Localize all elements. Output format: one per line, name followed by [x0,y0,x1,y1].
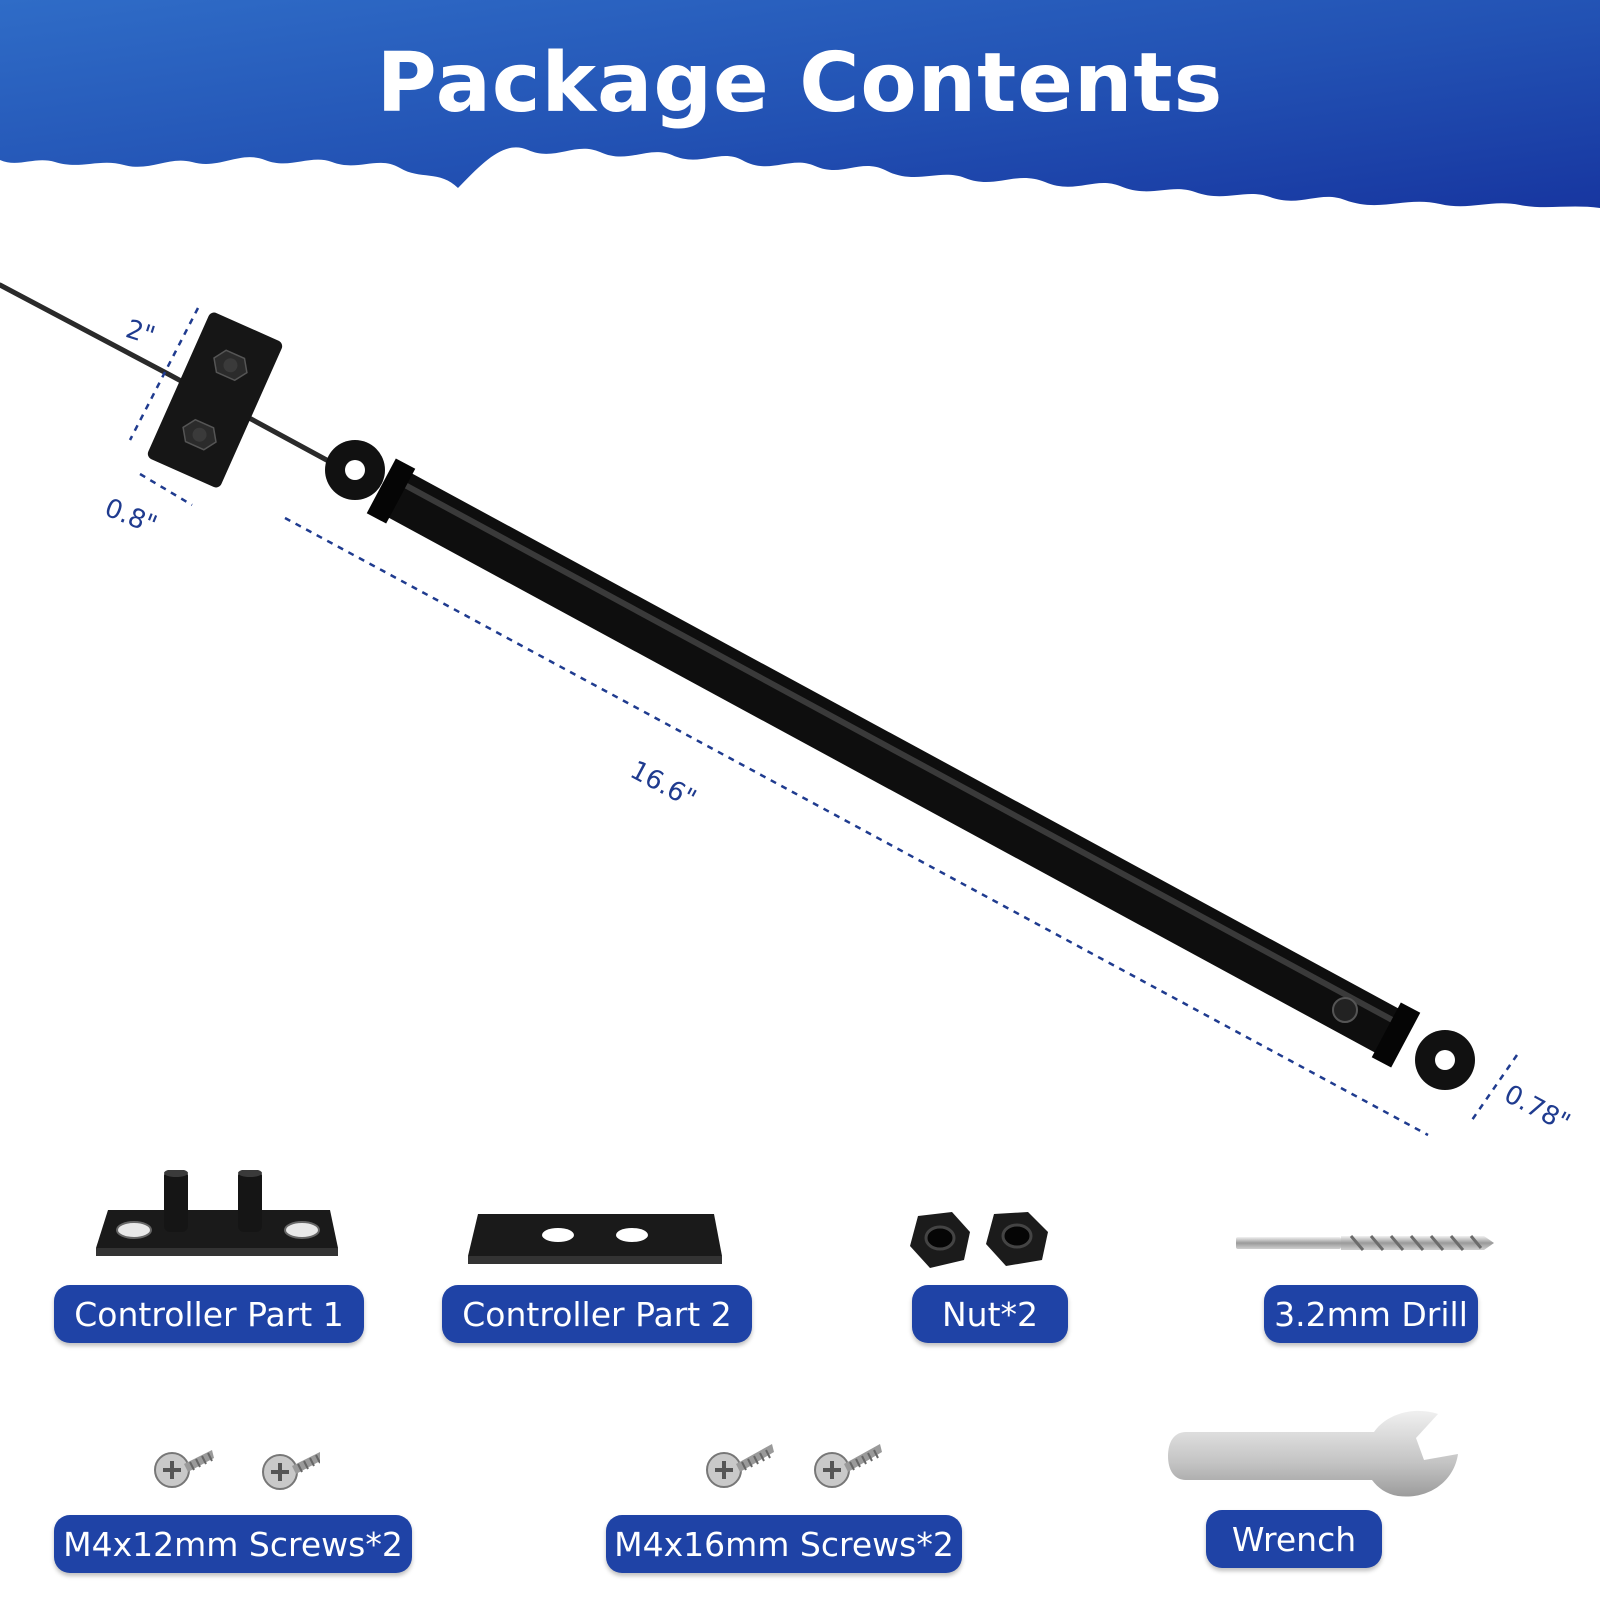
plate-width-line [139,472,193,507]
plate-length-line [128,307,200,441]
controller-part-1-icon [96,1170,338,1256]
label-nut: Nut*2 [912,1285,1068,1343]
paint-banner-background [0,0,1600,208]
wrench-icon [1168,1410,1458,1497]
label-wrench: Wrench [1206,1510,1382,1568]
cable [0,282,348,473]
header-banner: Package Contents [0,0,1600,215]
label-controller-part-1: Controller Part 1 [54,1285,364,1343]
controller-part-2-icon [468,1214,722,1264]
rod-diameter-line [1470,1054,1519,1121]
nut-icon [910,1212,1048,1268]
page-title: Package Contents [376,36,1224,131]
label-m4x16-screws: M4x16mm Screws*2 [606,1515,962,1573]
label-controller-part-2: Controller Part 2 [442,1285,752,1343]
screw-icon [706,1444,882,1488]
label-m4x12-screws: M4x12mm Screws*2 [54,1515,412,1573]
rod-length-line [284,516,1429,1137]
screw-icon [154,1450,320,1490]
dimension-lines [128,307,1519,1137]
drill-bit-icon [1236,1235,1494,1251]
label-drill: 3.2mm Drill [1264,1285,1478,1343]
controller-plate [147,312,283,488]
rod [325,440,1475,1090]
